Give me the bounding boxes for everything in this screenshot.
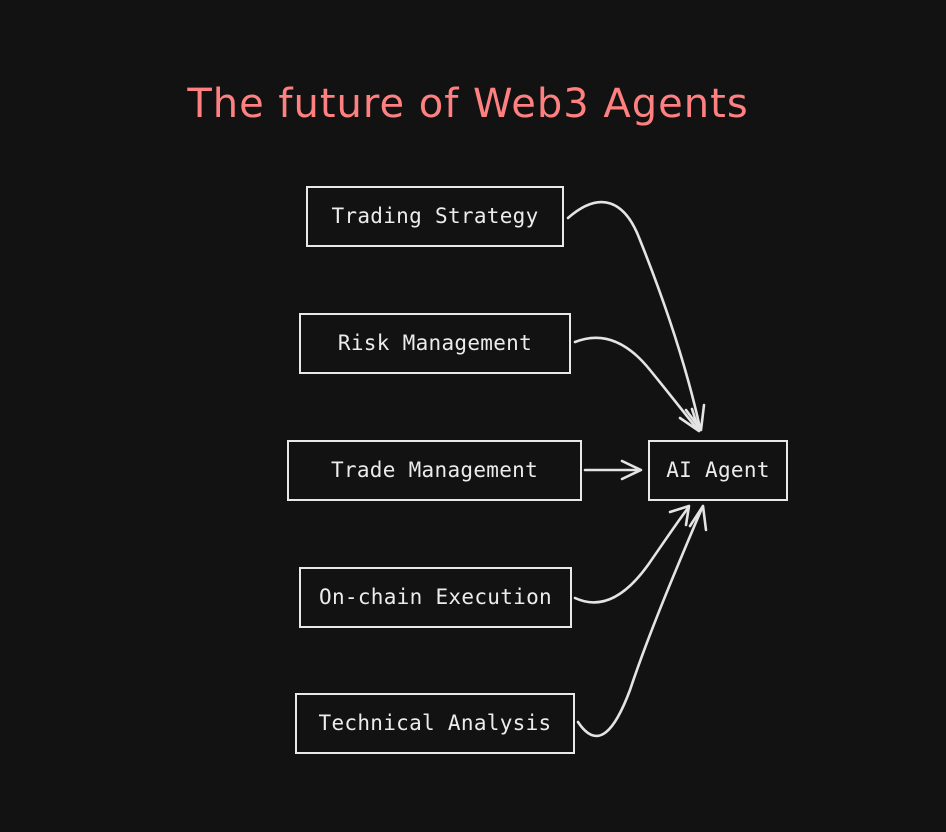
- node-trade-management: Trade Management: [287, 440, 582, 501]
- arrowhead-technical-analysis: [688, 504, 708, 532]
- edge-risk-management-to-ai-agent: [573, 336, 700, 432]
- edge-trading-strategy-to-ai-agent: [566, 200, 702, 430]
- node-label: Technical Analysis: [318, 711, 552, 735]
- arrowhead-risk-management: [678, 407, 701, 433]
- node-label: On-chain Execution: [319, 585, 552, 609]
- edge-technical-analysis-to-ai-agent: [576, 506, 704, 738]
- node-label: Trade Management: [330, 458, 539, 482]
- node-trading-strategy: Trading Strategy: [306, 186, 564, 247]
- node-onchain-execution: On-chain Execution: [299, 567, 572, 628]
- node-label: AI Agent: [666, 458, 770, 482]
- node-label: Trading Strategy: [331, 204, 539, 228]
- arrowhead-trading-strategy: [684, 403, 706, 432]
- edge-onchain-execution-to-ai-agent: [573, 506, 690, 604]
- arrowhead-trade-management: [620, 459, 643, 481]
- node-label: Risk Management: [337, 331, 533, 355]
- node-risk-management: Risk Management: [299, 313, 571, 374]
- node-technical-analysis: Technical Analysis: [295, 693, 575, 754]
- node-ai-agent: AI Agent: [648, 440, 788, 501]
- arrowhead-onchain-execution: [668, 504, 691, 527]
- diagram-title: The future of Web3 Agents: [187, 81, 749, 127]
